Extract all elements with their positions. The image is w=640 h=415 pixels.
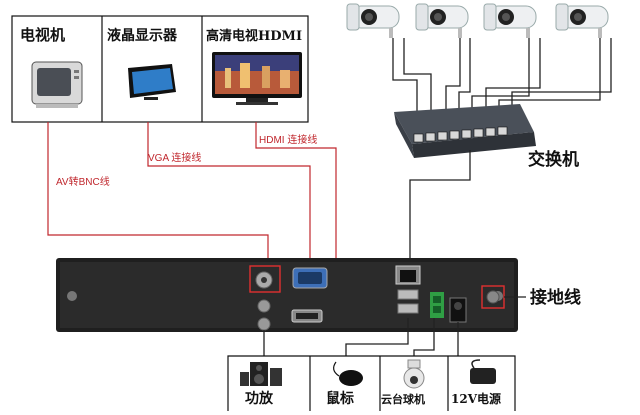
top-device-boxes	[11, 15, 309, 123]
bnc-video-out-port	[249, 265, 281, 293]
hdmi-port	[291, 309, 323, 323]
ground-screw	[481, 285, 505, 309]
mouse-icon	[333, 361, 363, 386]
hdmi-cable	[255, 122, 337, 262]
vga-port	[292, 267, 328, 289]
mouse-label: 鼠标	[326, 390, 354, 407]
audio-port	[257, 299, 271, 331]
av-bnc-cable	[47, 122, 269, 262]
speaker-icon	[240, 362, 282, 386]
usb-cable	[345, 318, 409, 356]
ground-label: 接地线	[530, 287, 581, 308]
camera-icon	[415, 3, 469, 38]
lcd-label: 液晶显示器	[107, 27, 178, 44]
bottom-device-boxes	[227, 355, 516, 411]
network-switch	[394, 104, 536, 158]
dc-power-jack	[449, 297, 467, 323]
lan-cable	[409, 150, 471, 262]
vga-cable-label: VGA 连接线	[148, 151, 201, 164]
lan-port	[395, 265, 421, 285]
lcd-monitor-icon	[128, 64, 176, 100]
camera-icon	[483, 3, 537, 38]
rs485-terminal	[430, 292, 444, 318]
av-bnc-cable-label: AV转BNC线	[56, 175, 110, 188]
switch-label: 交换机	[528, 149, 579, 170]
nvr-recorder	[56, 258, 518, 332]
usb-port	[397, 289, 419, 314]
camera-icon	[346, 3, 400, 38]
crt-tv-icon	[31, 61, 83, 108]
ptz-label: 云台球机	[381, 392, 425, 406]
hdmi-cable-label: HDMI 连接线	[259, 133, 317, 146]
ptz-camera-icon	[403, 359, 425, 389]
vga-cable	[147, 122, 311, 262]
hdtv-icon	[212, 52, 302, 105]
power-label: 12V电源	[451, 391, 501, 406]
rs485-cable	[413, 318, 435, 356]
tv-label: 电视机	[20, 26, 65, 44]
power-adapter-icon	[470, 359, 496, 384]
hdtv-label: 高清电视HDMI	[206, 28, 302, 44]
amp-label: 功放	[245, 390, 274, 407]
camera-icon	[555, 3, 609, 38]
